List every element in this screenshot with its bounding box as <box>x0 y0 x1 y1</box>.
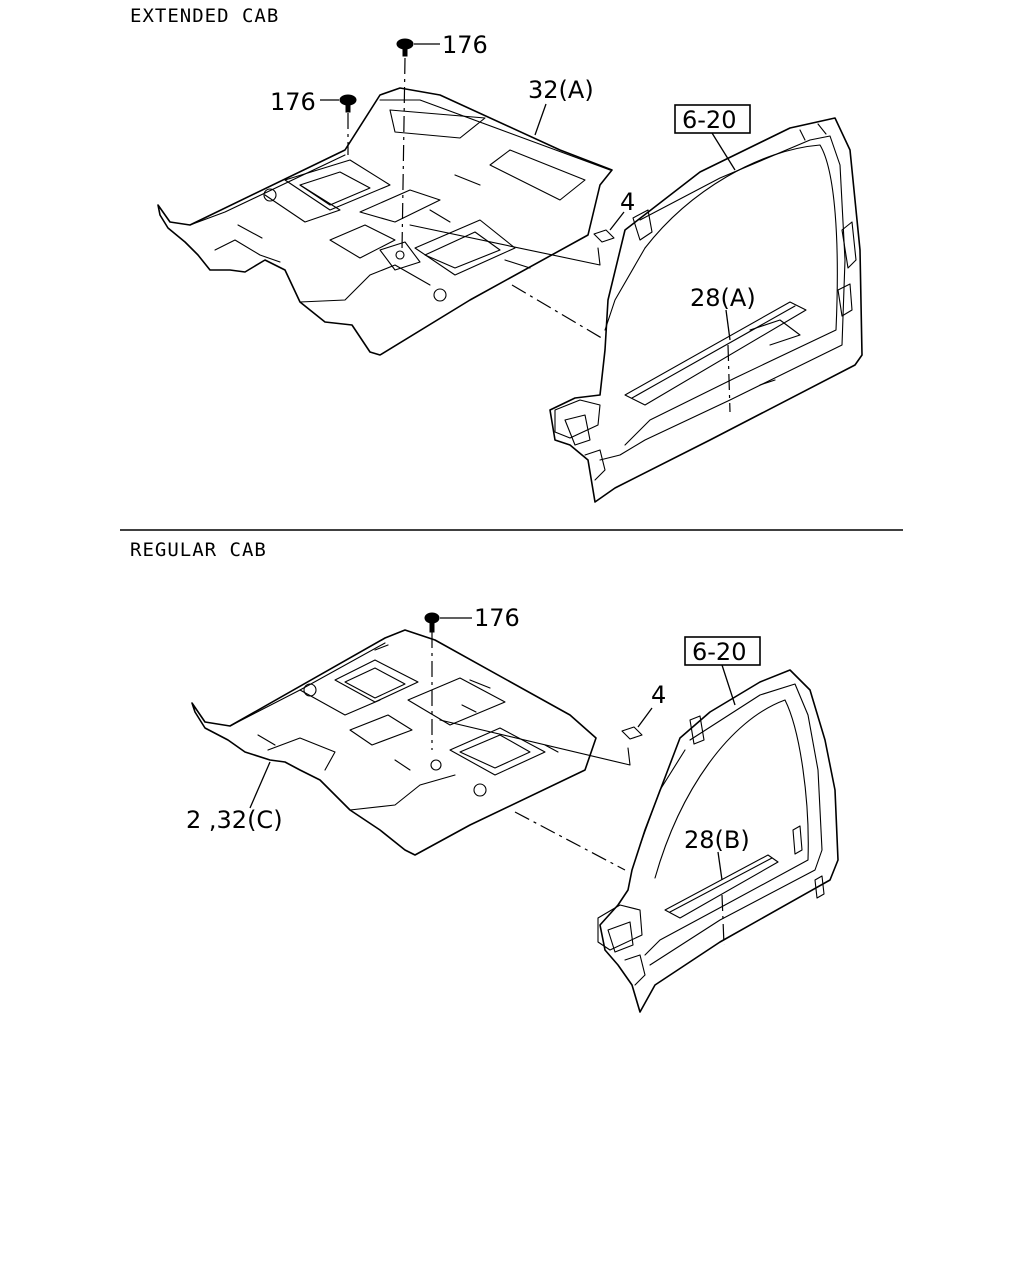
section-title-extended-cab: EXTENDED CAB <box>130 5 279 27</box>
section-title-regular-cab: REGULAR CAB <box>130 539 267 561</box>
regular-pad <box>439 707 653 766</box>
callout-regular-pad: 4 <box>651 681 666 709</box>
callout-extended-ref: 6-20 <box>682 106 736 134</box>
regular-bolt-top <box>424 612 472 750</box>
leader-extended-carpet <box>534 103 547 136</box>
leader-extended-sill <box>725 309 731 341</box>
regular-cab-section: REGULAR CAB 176 <box>130 539 839 1013</box>
callout-regular-carpet: 2 ,32(C) <box>186 806 283 834</box>
callout-regular-bolt-top: 176 <box>474 604 520 632</box>
extended-bolt-top <box>396 38 440 251</box>
regular-floor-carpet <box>191 629 597 856</box>
callout-extended-pad: 4 <box>620 188 635 216</box>
extended-floor-carpet <box>157 87 613 356</box>
callout-regular-sill: 28(B) <box>684 826 750 854</box>
callout-regular-ref: 6-20 <box>692 638 746 666</box>
callout-extended-sill: 28(A) <box>690 284 756 312</box>
leader-regular-sill <box>717 851 723 881</box>
extended-cab-section: EXTENDED CAB <box>130 5 863 503</box>
extended-bolt-left <box>320 94 357 155</box>
callout-extended-bolt-top: 176 <box>442 31 488 59</box>
leader-extended-ref <box>711 132 736 171</box>
extended-door-frame <box>511 117 863 503</box>
callout-extended-carpet: 32(A) <box>528 76 594 104</box>
regular-door-frame <box>514 669 839 1013</box>
leader-regular-carpet <box>249 761 271 809</box>
extended-pad <box>409 211 625 266</box>
callout-extended-bolt-left: 176 <box>270 88 316 116</box>
